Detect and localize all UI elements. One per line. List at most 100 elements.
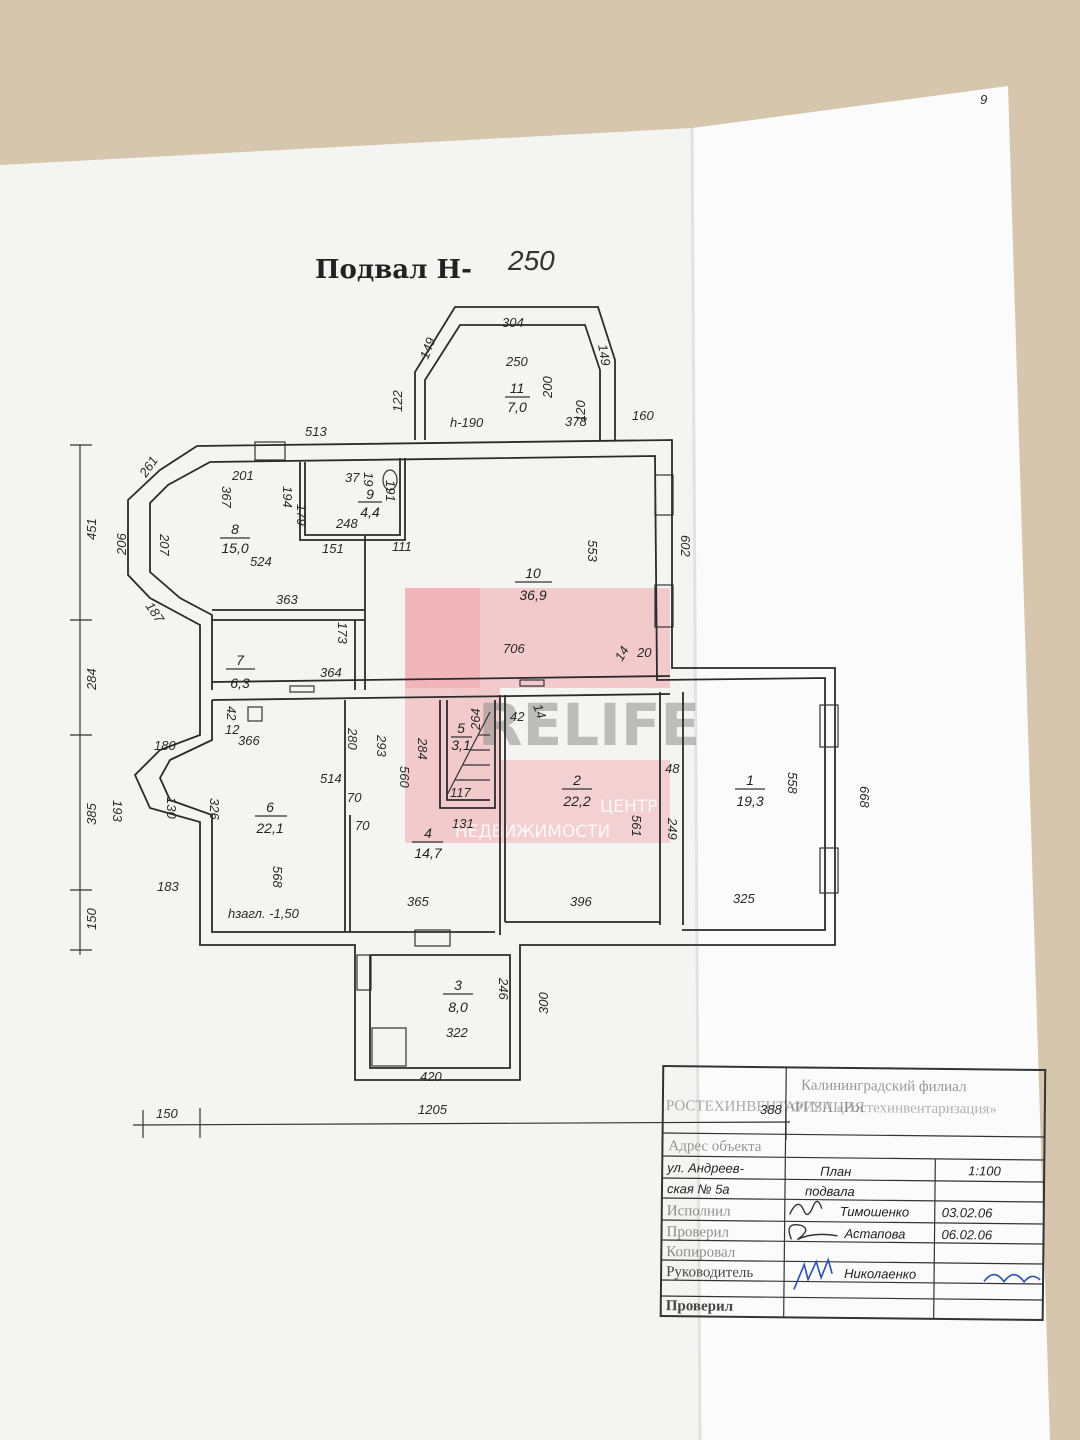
dimension-label: 48 (665, 761, 680, 776)
line-mark (662, 1155, 1045, 1161)
dimension-label: 180 (154, 738, 176, 753)
rooms-6-area: 6,3 (230, 675, 250, 691)
rooms-2-number: 3 (454, 977, 462, 993)
dimension-label: 206 (114, 533, 129, 556)
line-mark (132, 1121, 791, 1126)
rect-mark (819, 847, 839, 894)
walls (127, 306, 839, 1081)
dimension-label: 706 (503, 641, 525, 656)
signature-head-date (983, 1273, 1041, 1284)
dimension-label: h-190 (450, 415, 484, 430)
rooms-10-area: 7,0 (507, 399, 527, 415)
rect-mark (659, 1065, 1047, 1322)
dimension-label: 246 (496, 977, 511, 1000)
room-3: 38,0 (443, 977, 473, 1015)
dimension-label: 304 (502, 315, 524, 330)
dimension-label: 284 (84, 668, 99, 691)
dimension-label: 122 (390, 390, 405, 412)
dimension-label: 201 (231, 468, 254, 483)
line-mark (661, 1259, 1044, 1265)
dimension-label: 396 (570, 894, 592, 909)
paper-fold (690, 127, 702, 1440)
dimension-label: 602 (678, 535, 693, 557)
dimension-label: 558 (785, 772, 800, 794)
dimension-label: 150 (84, 908, 99, 930)
rooms-6-number: 7 (236, 652, 245, 668)
rooms-3-number: 4 (424, 825, 432, 841)
rooms-0-area: 19,3 (736, 793, 763, 809)
dimension-label: 385 (84, 803, 99, 825)
dimension-label: 322 (446, 1025, 468, 1040)
rooms-9-area: 36,9 (519, 587, 546, 603)
polyline-mark (299, 458, 406, 541)
dimension-label: 151 (322, 541, 344, 556)
dimension-label: 194 (280, 486, 295, 508)
rooms-5-area: 22,1 (255, 820, 283, 836)
rect-mark (819, 704, 839, 748)
stamp-head_label: Руководитель (666, 1264, 753, 1281)
dimension-label: 568 (270, 866, 285, 888)
stamp-agency: РОСТЕХИНВЕНТАРИЗАЦИЯ (666, 1098, 865, 1116)
rooms-1-area: 22,2 (562, 793, 590, 809)
line-mark (662, 1132, 1045, 1138)
stamp-doc_line2: подвала (805, 1184, 855, 1200)
rooms-7-number: 8 (231, 521, 239, 537)
dimension-label: 249 (665, 817, 680, 840)
dimension-label: 326 (207, 798, 222, 820)
rect-mark (254, 441, 286, 461)
dimension-label: 70 (355, 818, 370, 833)
rect-mark (371, 1027, 407, 1067)
line-mark (661, 1239, 1044, 1245)
signature-executed (789, 1200, 823, 1216)
stamp-address_line1: ул. Андреев- (666, 1160, 745, 1176)
rooms-4-number: 5 (457, 720, 465, 736)
room-7: 76,3 (226, 652, 255, 691)
line-mark (211, 675, 671, 683)
line-mark (783, 1067, 787, 1318)
stamp-scale: 1:100 (968, 1163, 1001, 1178)
rect-mark (414, 929, 451, 947)
line-mark (661, 1279, 1044, 1285)
dimension-label: 149 (417, 336, 439, 362)
dimension-label: 514 (320, 771, 342, 786)
rooms-3-area: 14,7 (414, 845, 442, 861)
dimension-label: 173 (335, 622, 350, 644)
rooms-8-area: 4,4 (360, 504, 380, 520)
dimension-label: 207 (157, 533, 172, 556)
dimension-labels: 304 149 149 250 200 122 120 h-190 378 16… (110, 315, 872, 1121)
dimension-label: 42 (224, 706, 239, 721)
dimension-label: 325 (733, 891, 755, 906)
stamp-verified_label: Проверил (666, 1298, 734, 1315)
dimension-label: 14 (612, 643, 632, 663)
dimension-label: 364 (320, 665, 342, 680)
line-mark (661, 1197, 1044, 1203)
dimension-label: 363 (276, 592, 298, 607)
stamp-executed_name: Тимошенко (840, 1204, 910, 1220)
dimension-label: 117 (450, 785, 471, 800)
polyline-mark (149, 461, 213, 690)
room-6: 622,1 (255, 799, 287, 836)
rooms-0-number: 1 (746, 772, 754, 788)
rooms-1-number: 2 (572, 772, 581, 788)
line-mark (662, 1177, 1045, 1183)
polyline-mark (209, 455, 826, 931)
paper-right-page (692, 86, 1050, 1440)
dimension-label: 150 (156, 1106, 178, 1121)
rooms-4-area: 3,1 (451, 737, 470, 753)
dimension-label: 1205 (418, 1102, 448, 1117)
dimension-label: 70 (347, 790, 362, 805)
dimension-label: 284 (415, 737, 430, 760)
room-9: 94,4 (358, 486, 382, 520)
room-4: 414,7 (412, 825, 443, 861)
dimension-label: 451 (84, 518, 99, 540)
dimension-label: 42 (510, 709, 525, 724)
stamp-address_line2: ская № 5а (667, 1181, 730, 1197)
plan-title-level: 250 (507, 245, 555, 276)
line-mark (660, 1295, 1043, 1301)
stamp-org2: ФГУП «Ростехинвентаризация» (791, 1099, 997, 1117)
polyline-mark (424, 324, 601, 440)
dimension-label: 179 (294, 504, 309, 526)
stamp-checked_label: Проверил (666, 1224, 729, 1241)
